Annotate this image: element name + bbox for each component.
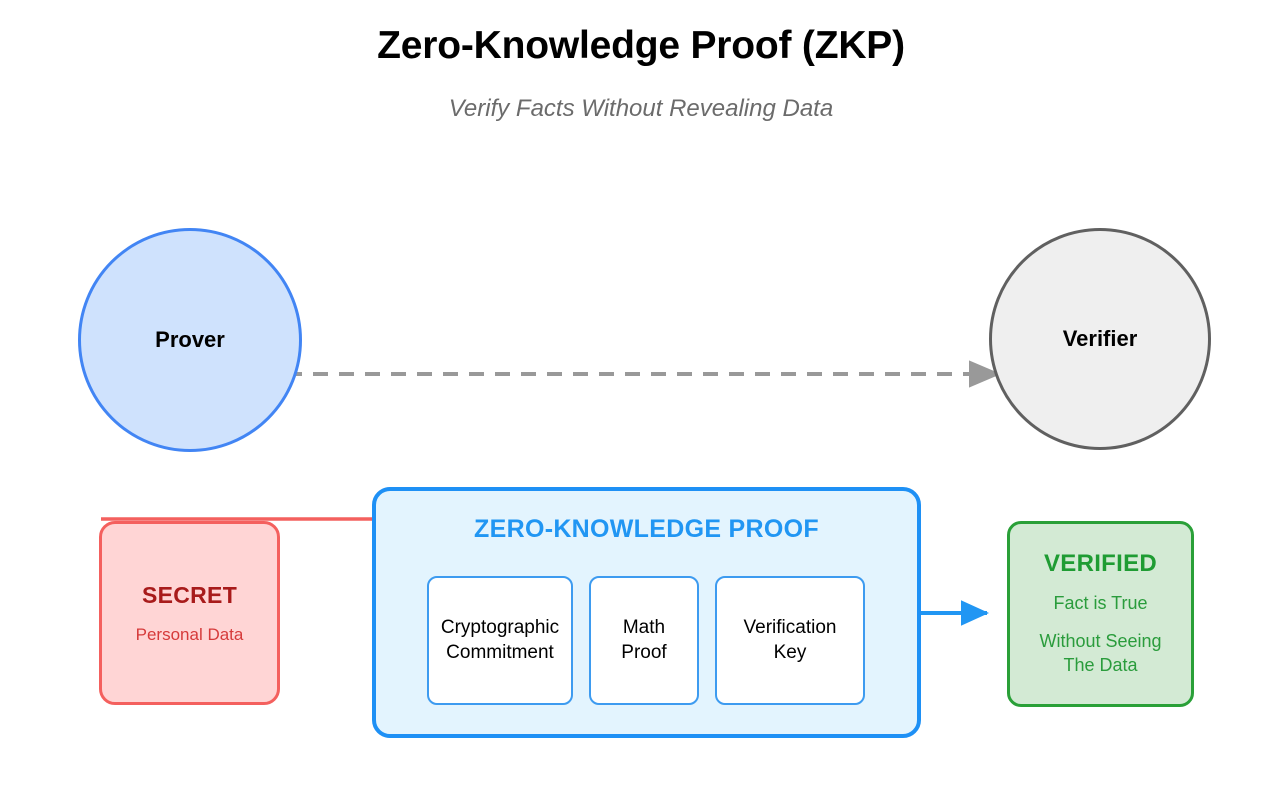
zkp-card-line1: Math: [622, 617, 666, 639]
secret-node[interactable]: SECRET Personal Data: [99, 521, 280, 705]
zkp-panel[interactable]: ZERO-KNOWLEDGE PROOF Cryptographic Commi…: [372, 487, 921, 738]
prover-node[interactable]: Prover: [78, 228, 302, 452]
verifier-node[interactable]: Verifier: [989, 228, 1211, 450]
secret-subtitle: Personal Data: [135, 624, 244, 644]
verified-line-1: Fact is True: [1053, 593, 1148, 614]
zkp-card-cryptographic-commitment[interactable]: Cryptographic Commitment: [427, 576, 573, 705]
secret-title: SECRET: [141, 581, 238, 608]
verified-line-2a: Without Seeing: [1039, 631, 1162, 652]
zkp-card-line2: Key: [773, 641, 807, 663]
zkp-card-math-proof[interactable]: Math Proof: [589, 576, 699, 705]
zkp-card-label: Verification Key: [744, 616, 837, 665]
zkp-card-label: Math Proof: [621, 616, 666, 665]
zkp-card-line1: Cryptographic: [440, 617, 560, 639]
verifier-label: Verifier: [1062, 326, 1138, 351]
zkp-card-label: Cryptographic Commitment: [441, 616, 559, 665]
zkp-card-verification-key[interactable]: Verification Key: [715, 576, 865, 705]
verified-line-2b: The Data: [1063, 654, 1138, 675]
prover-label: Prover: [155, 327, 225, 352]
zkp-panel-title: ZERO-KNOWLEDGE PROOF: [474, 515, 819, 543]
verified-title: VERIFIED: [1043, 550, 1158, 578]
verified-line-2: Without Seeing The Data: [1039, 630, 1161, 678]
zkp-card-line2: Proof: [621, 641, 667, 663]
verified-node[interactable]: VERIFIED Fact is True Without Seeing The…: [1007, 521, 1194, 707]
zkp-card-line1: Verification: [743, 617, 837, 639]
page-subtitle: Verify Facts Without Revealing Data: [448, 95, 834, 122]
page-title: Zero-Knowledge Proof (ZKP): [377, 24, 905, 67]
zkp-card-group: Cryptographic Commitment Math Proof Veri…: [427, 576, 865, 705]
zkp-card-line2: Commitment: [446, 641, 554, 663]
